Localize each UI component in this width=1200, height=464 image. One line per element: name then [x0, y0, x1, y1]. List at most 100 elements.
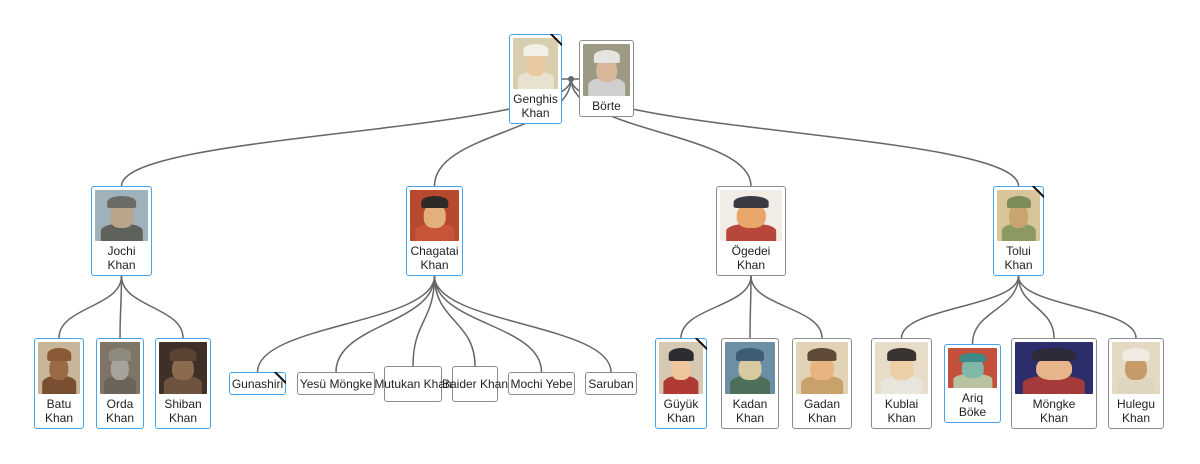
portrait-face-shape: [525, 52, 546, 76]
portrait-face-shape: [810, 356, 834, 381]
connector-line: [433, 78, 572, 187]
portrait-body-shape: [100, 223, 143, 241]
person-name: Güyük Khan: [663, 397, 699, 425]
person-card-shiban-khan[interactable]: Shiban Khan: [155, 338, 211, 429]
portrait-photo: [796, 342, 848, 394]
portrait-photo: [100, 342, 140, 394]
portrait-face-shape: [110, 356, 130, 381]
person-card-tolui-khan[interactable]: Tolui Khan: [993, 186, 1044, 276]
portrait-face-shape: [738, 356, 762, 381]
portrait-body-shape: [952, 374, 993, 388]
portrait-headwear-shape: [108, 348, 132, 361]
portrait-headwear-shape: [668, 348, 694, 361]
portrait-photo: [410, 190, 459, 241]
portrait-face-shape: [889, 356, 914, 381]
portrait-body-shape: [801, 376, 843, 394]
person-card-möngke-khan[interactable]: Möngke Khan: [1011, 338, 1097, 429]
portrait-headwear-shape: [886, 348, 917, 361]
person-name: Yesü Möngke: [299, 376, 373, 391]
person-card-güyük-khan[interactable]: Güyük Khan: [655, 338, 707, 429]
portrait-body-shape: [104, 376, 136, 394]
connector-line: [971, 275, 1020, 345]
portrait-face-shape: [109, 204, 134, 228]
portrait-headwear-shape: [1122, 348, 1150, 361]
person-card-chagatai-khan[interactable]: Chagatai Khan: [406, 186, 463, 276]
connector-line: [119, 275, 123, 339]
portrait-body-shape: [726, 223, 776, 241]
person-card-yesü-möngke[interactable]: Yesü Möngke: [297, 372, 375, 395]
person-card-orda-khan[interactable]: Orda Khan: [96, 338, 144, 429]
portrait-body-shape: [1001, 223, 1036, 241]
portrait-photo: [875, 342, 928, 394]
person-name: Ariq Böke: [958, 391, 987, 419]
person-card-saruban[interactable]: Saruban: [585, 372, 637, 395]
portrait-face-shape: [670, 356, 692, 381]
portrait-photo: [95, 190, 148, 241]
portrait-face-shape: [1124, 356, 1148, 381]
person-name: Batu Khan: [44, 397, 74, 425]
portrait-headwear-shape: [593, 50, 620, 63]
portrait-face-shape: [171, 356, 195, 381]
person-name: Baider Khan: [441, 377, 509, 391]
portrait-headwear-shape: [522, 44, 549, 57]
portrait-photo: [583, 44, 630, 96]
portrait-face-shape: [49, 356, 69, 381]
portrait-headwear-shape: [420, 196, 449, 209]
person-card-jochi-khan[interactable]: Jochi Khan: [91, 186, 152, 276]
portrait-headwear-shape: [958, 352, 987, 363]
portrait-body-shape: [587, 78, 626, 96]
person-card-batu-khan[interactable]: Batu Khan: [34, 338, 84, 429]
person-card-kadan-khan[interactable]: Kadan Khan: [721, 338, 779, 429]
person-card-kublai-khan[interactable]: Kublai Khan: [871, 338, 932, 429]
person-name: Orda Khan: [105, 397, 135, 425]
person-name: Saruban: [588, 376, 634, 391]
person-card-gunashiri[interactable]: Gunashiri: [229, 372, 286, 395]
portrait-body-shape: [414, 223, 455, 241]
person-name: Kublai Khan: [884, 397, 919, 425]
portrait-body-shape: [730, 376, 770, 394]
portrait-photo: [513, 38, 558, 89]
person-card-ögedei-khan[interactable]: Ögedei Khan: [716, 186, 786, 276]
portrait-photo: [948, 348, 997, 388]
connector-line: [680, 275, 752, 339]
person-name: Hulegu Khan: [1116, 397, 1156, 425]
portrait-photo: [38, 342, 80, 394]
portrait-face-shape: [1008, 204, 1029, 228]
portrait-headwear-shape: [106, 196, 137, 209]
connector-line: [433, 275, 543, 373]
person-card-genghis-khan[interactable]: Genghis Khan: [509, 34, 562, 124]
portrait-face-shape: [736, 204, 766, 228]
portrait-body-shape: [1116, 376, 1156, 394]
person-card-hulegu-khan[interactable]: Hulegu Khan: [1108, 338, 1164, 429]
portrait-body-shape: [880, 376, 923, 394]
person-card-mochi-yebe[interactable]: Mochi Yebe: [508, 372, 575, 395]
person-card-börte[interactable]: Börte: [579, 40, 634, 117]
person-name: Ögedei Khan: [731, 244, 771, 272]
connector-line: [120, 275, 184, 339]
person-card-mutukan-khan[interactable]: Mutukan Khan: [374, 366, 452, 402]
portrait-headwear-shape: [47, 348, 71, 361]
portrait-body-shape: [663, 376, 699, 394]
portrait-body-shape: [42, 376, 76, 394]
portrait-face-shape: [595, 58, 618, 83]
connector-line: [58, 275, 123, 339]
deceased-corner-marker: [695, 338, 707, 350]
person-name: Genghis Khan: [513, 92, 558, 120]
connector-line: [750, 275, 823, 339]
person-card-baider-khan[interactable]: Baider Khan: [442, 366, 508, 402]
connector-line: [433, 275, 476, 367]
person-name: Chagatai Khan: [410, 244, 459, 272]
deceased-corner-marker: [274, 372, 286, 384]
portrait-face-shape: [423, 204, 446, 228]
connector-line: [433, 275, 612, 373]
person-name: Tolui Khan: [1004, 244, 1033, 272]
connector-line: [335, 275, 436, 373]
person-card-gadan-khan[interactable]: Gadan Khan: [792, 338, 852, 429]
connector-line: [570, 78, 1020, 187]
person-card-ariq-böke[interactable]: Ariq Böke: [944, 344, 1001, 423]
portrait-photo: [659, 342, 703, 394]
connector-line: [900, 275, 1020, 339]
portrait-photo: [1112, 342, 1160, 394]
person-name: Shiban Khan: [164, 397, 202, 425]
